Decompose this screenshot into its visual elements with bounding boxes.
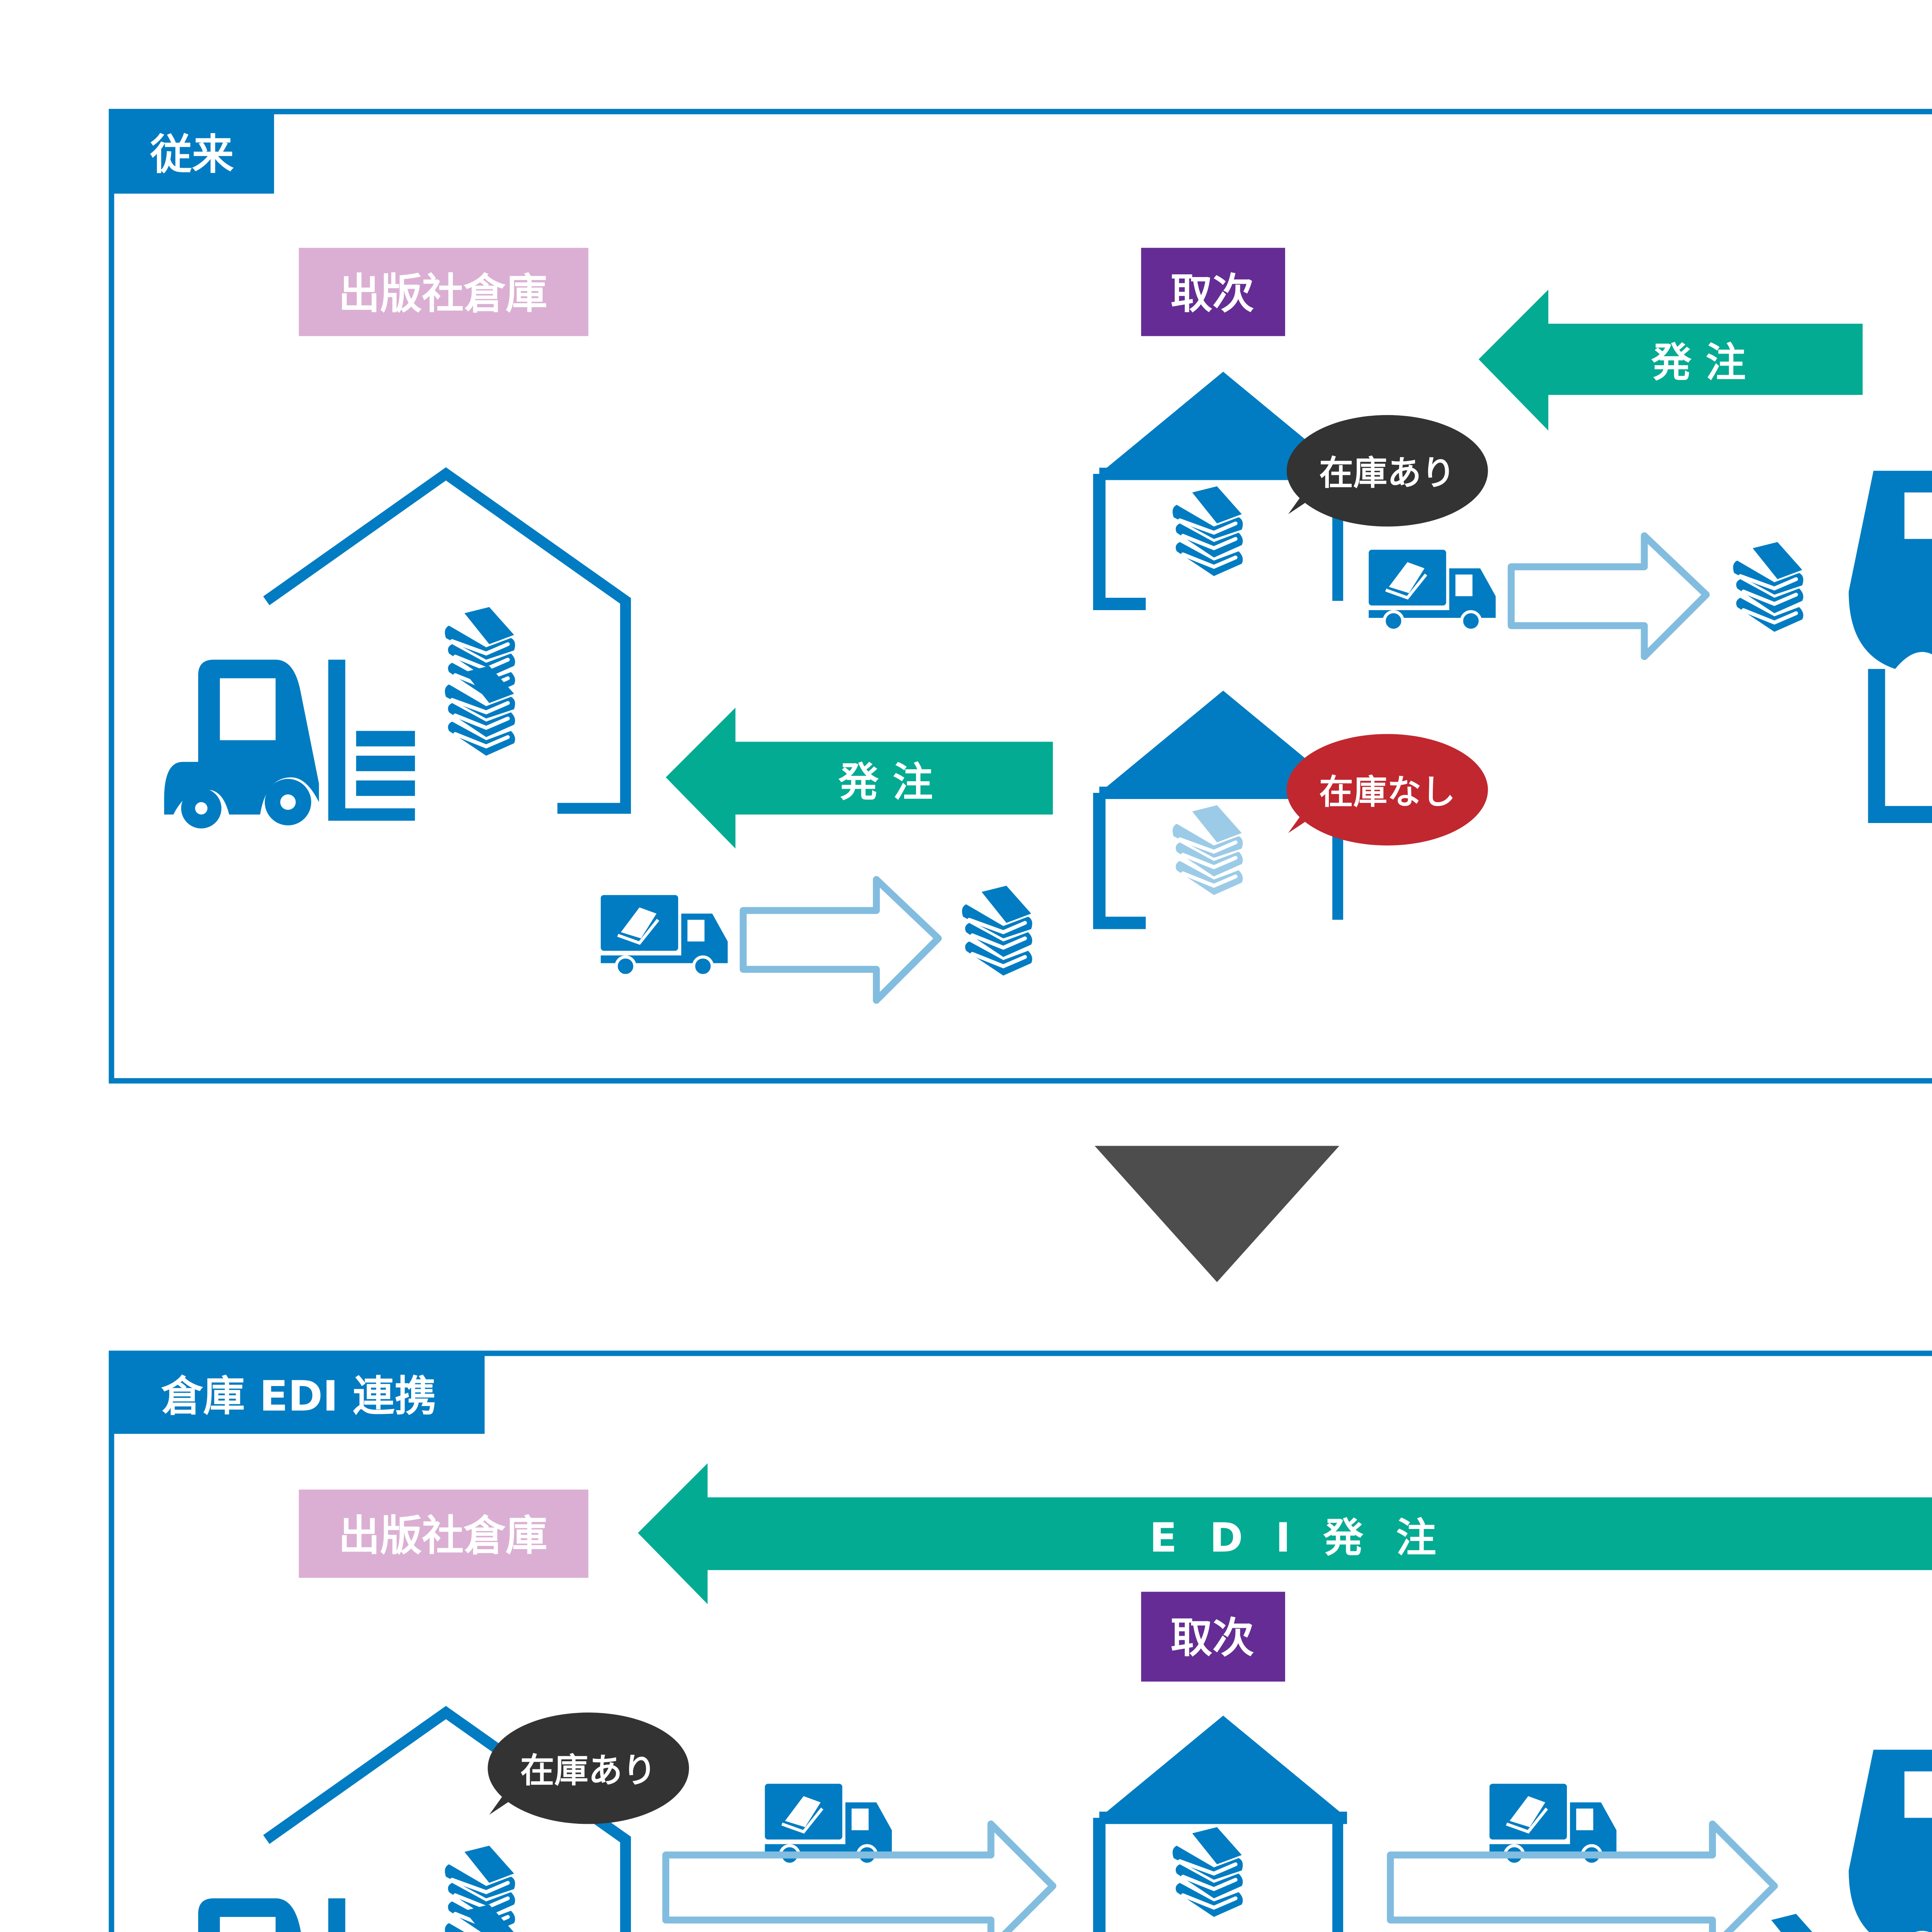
bookstore-icon (1849, 471, 1932, 821)
distributor-label-text: 取次 (1170, 1614, 1254, 1662)
book-stack-icon (1752, 1914, 1822, 1932)
order-arrow-distributor-to-publisher (666, 707, 1053, 849)
conventional-section: 従来 出版社倉庫 取次 書店 発 注 在庫あり BOOK 発 注 (109, 109, 1932, 1084)
book-stack-icon (962, 886, 1032, 975)
publisher-label-text: 出版社倉庫 (338, 1511, 548, 1560)
bubble-out-of-stock: 在庫なし (1286, 734, 1488, 846)
truck-icon (601, 895, 728, 975)
distributor-label-text: 取次 (1170, 270, 1254, 318)
delivery-arrow (662, 1820, 1056, 1932)
distributor-label (1141, 248, 1285, 336)
conventional-tab-title: 従来 (150, 130, 234, 179)
book-stack-faded-icon (1173, 805, 1243, 895)
publisher-warehouse-icon (164, 474, 626, 828)
delivery-arrow (1387, 1820, 1778, 1932)
edi-tab-title: 倉庫 EDI 連携 (161, 1372, 436, 1421)
order-arrow-text: 発 注 (1651, 339, 1746, 386)
bubble-in-stock-text: 在庫あり (520, 1750, 656, 1790)
edi-section: 倉庫 EDI 連携 出版社倉庫 書店 取次 E D I 発 注 在庫あり (109, 1350, 1932, 1932)
book-stack-icon (1733, 542, 1803, 632)
delivery-arrow (740, 876, 942, 1004)
distributor-label (1141, 1592, 1285, 1682)
publisher-label-text: 出版社倉庫 (338, 270, 548, 318)
order-arrow-text: 発 注 (838, 759, 933, 806)
conventional-tab (111, 111, 274, 194)
edi-order-arrow-text: E D I 発 注 (1150, 1514, 1446, 1561)
book-stack-icon (1173, 486, 1243, 576)
bubble-in-stock: 在庫あり (1286, 415, 1488, 527)
transition-down-arrow-icon (1094, 1146, 1340, 1282)
publisher-label (299, 248, 588, 336)
edi-frame (109, 1350, 1932, 1932)
delivery-arrow (1507, 532, 1710, 660)
edi-order-arrow (638, 1463, 1932, 1604)
bubble-out-of-stock-text: 在庫なし (1319, 772, 1456, 812)
conventional-frame (109, 109, 1932, 1084)
bubble-in-stock-text: 在庫あり (1319, 453, 1456, 493)
publisher-label (299, 1490, 588, 1578)
order-arrow-store-to-distributor (1478, 289, 1863, 431)
truck-icon (1369, 550, 1496, 630)
book-stack-icon (1173, 1827, 1243, 1917)
edi-tab (111, 1353, 485, 1434)
bookstore-icon (1849, 1750, 1932, 1932)
bubble-in-stock: 在庫あり (488, 1713, 689, 1824)
